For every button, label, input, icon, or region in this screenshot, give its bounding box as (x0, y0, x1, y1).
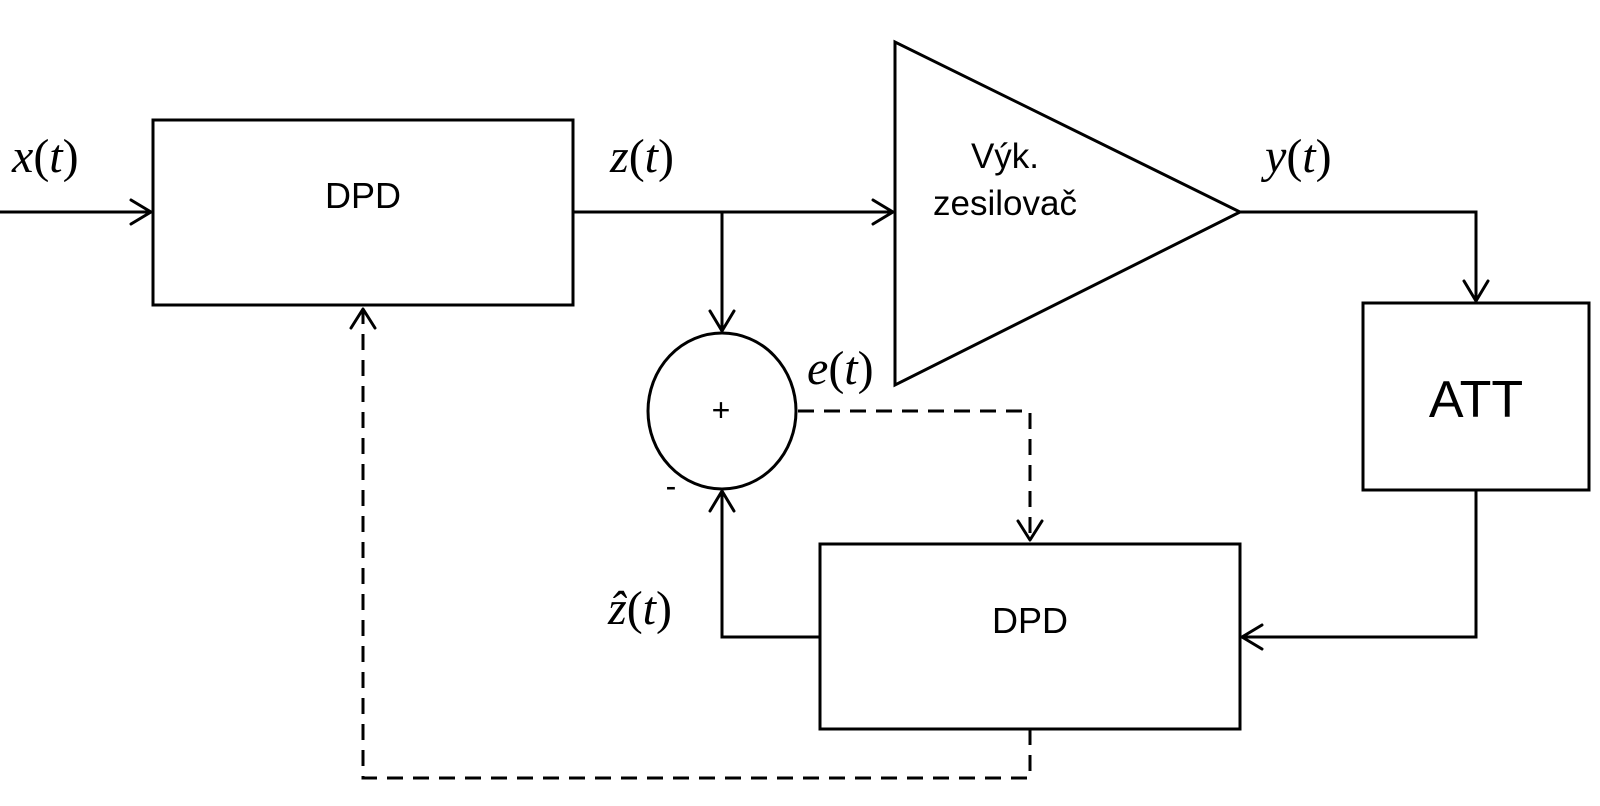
attenuator-label: ATT (1429, 371, 1523, 429)
attenuator-output-line (1242, 490, 1478, 639)
signal-label-x: x(t) (11, 130, 79, 183)
feedback-dpd-input-arrowhead (1240, 623, 1264, 651)
signal-label-z-hat: ẑ(t) (607, 582, 672, 635)
dpd-forward-block: DPD (151, 118, 575, 307)
dpd-feedback-block: DPD (818, 542, 1242, 731)
amplifier-label-line1: Výk. (971, 137, 1039, 176)
signal-label-e: e(t) (807, 342, 874, 395)
summing-junction: + - (646, 331, 798, 504)
input-arrowhead (129, 198, 153, 226)
sum-minus-arrowhead (708, 489, 736, 513)
power-amplifier: Výk. zesilovač (893, 39, 1244, 388)
amplifier-triangle (893, 39, 1244, 388)
z-hat-line (720, 491, 820, 639)
sum-plus-arrowhead (708, 309, 736, 333)
coefficient-copy-dashed-line (361, 309, 1032, 780)
attenuator-block: ATT (1361, 301, 1591, 492)
sum-plus-sign: + (712, 392, 731, 428)
dpd-feedback-label: DPD (992, 600, 1068, 641)
amplifier-label-line2: zesilovač (933, 184, 1077, 223)
signal-label-y: y(t) (1260, 130, 1332, 183)
amplifier-input-arrowhead (871, 198, 895, 226)
error-dashed-line (798, 409, 1032, 540)
y-line (1240, 210, 1478, 301)
summing-circle (646, 331, 798, 491)
signal-label-z: z(t) (609, 130, 674, 183)
dpd-forward-label: DPD (325, 175, 401, 216)
error-arrowhead (1016, 519, 1044, 542)
attenuator-input-arrowhead (1462, 279, 1490, 303)
coefficient-copy-arrowhead (349, 307, 377, 330)
sum-minus-sign: - (666, 468, 677, 504)
